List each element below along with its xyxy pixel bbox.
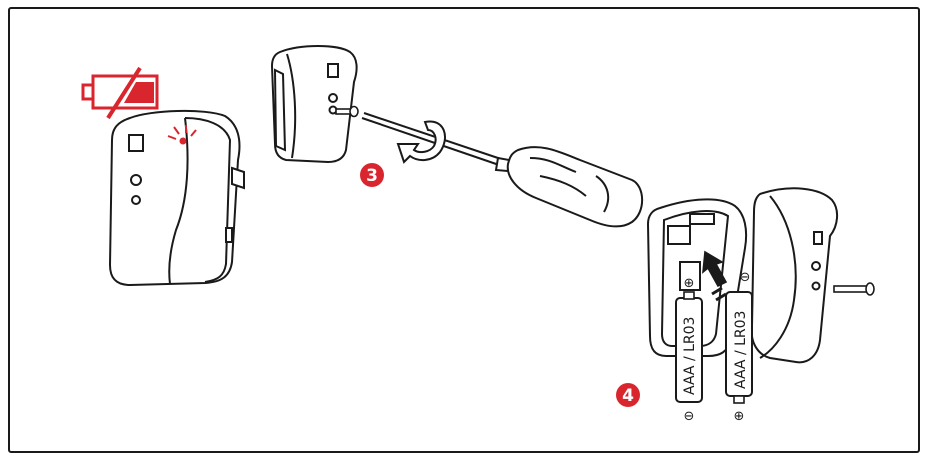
step-4-number: 4 bbox=[622, 386, 634, 406]
rotate-arrow-icon bbox=[396, 120, 446, 164]
battery-right: AAA / LR03 ⊕ ⊖ bbox=[725, 270, 753, 424]
insert-arrow-icon bbox=[702, 250, 728, 302]
low-battery-icon bbox=[81, 66, 159, 120]
step-3-badge: 3 bbox=[360, 163, 384, 187]
device-cover-removed bbox=[750, 187, 838, 364]
screw-2 bbox=[833, 282, 875, 296]
step-3-number: 3 bbox=[366, 166, 378, 186]
diagram-frame bbox=[8, 7, 920, 453]
screw-1 bbox=[335, 105, 359, 118]
battery-right-polarity-bottom: ⊕ bbox=[734, 409, 745, 424]
step-4-badge: 4 bbox=[616, 383, 640, 407]
battery-compartment bbox=[646, 198, 748, 357]
battery-left-label: AAA / LR03 bbox=[682, 317, 698, 395]
battery-left-polarity-top: ⊕ bbox=[684, 276, 695, 291]
battery-left: AAA / LR03 ⊖ ⊕ bbox=[675, 276, 703, 424]
led-blink-icon bbox=[167, 125, 197, 145]
device-back-cover bbox=[270, 45, 358, 164]
screwdriver bbox=[361, 112, 644, 228]
battery-left-polarity-bottom: ⊖ bbox=[684, 409, 695, 424]
battery-right-label: AAA / LR03 bbox=[733, 311, 749, 389]
device-front bbox=[108, 109, 245, 287]
battery-right-polarity-top: ⊖ bbox=[740, 270, 751, 285]
